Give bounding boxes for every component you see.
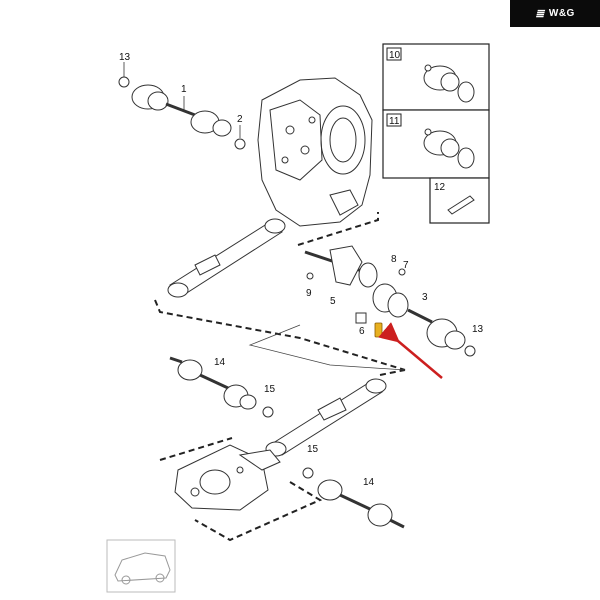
callout-7: 7 <box>403 260 409 271</box>
intermediate-shaft-assembly[interactable] <box>304 245 476 357</box>
kit-10-label: 10 <box>389 50 401 61</box>
callout-numbers: 13 1 2 8 7 9 5 3 6 13 14 15 15 14 <box>119 52 484 488</box>
callout-13-top: 13 <box>119 52 131 63</box>
callout-1: 1 <box>181 84 187 95</box>
transmission-housing[interactable] <box>257 77 373 227</box>
callout-5: 5 <box>330 296 336 307</box>
highlighted-part-4[interactable] <box>374 322 383 338</box>
callout-15-upper: 15 <box>264 384 276 395</box>
kit-10-boot-kit[interactable] <box>423 64 475 103</box>
callout-13-right: 13 <box>472 324 484 335</box>
callout-8: 8 <box>391 254 397 265</box>
kit-12-clamp[interactable] <box>447 195 475 215</box>
kit-11-boot-kit[interactable] <box>423 128 475 169</box>
propeller-shaft-rear[interactable] <box>265 378 387 457</box>
assembly-guide-lines-thin <box>248 324 406 371</box>
rear-differential[interactable] <box>174 444 281 511</box>
callout-14-upper: 14 <box>214 357 226 368</box>
callout-3: 3 <box>422 292 428 303</box>
kit-10-label-box <box>386 47 402 61</box>
highlight-arrow <box>378 322 443 379</box>
callout-6: 6 <box>359 326 365 337</box>
propeller-shaft-front[interactable] <box>167 218 286 298</box>
brand-logo: ≣ W&G <box>510 0 600 27</box>
wing-mark-icon: ≣ <box>535 8 545 20</box>
drive-shaft-rear-left[interactable] <box>169 356 274 418</box>
callout-9: 9 <box>306 288 312 299</box>
kit-12-label: 12 <box>434 182 446 193</box>
kit-11-label: 11 <box>389 116 400 127</box>
vehicle-thumbnail <box>106 539 176 593</box>
brand-logo-text: W&G <box>548 8 575 19</box>
callout-14-lower: 14 <box>363 477 375 488</box>
callout-2: 2 <box>237 114 243 125</box>
kit-11-label-box <box>386 113 402 127</box>
drive-shaft-rear-right[interactable] <box>302 467 405 529</box>
assembly-guide-lines <box>154 212 406 542</box>
drive-shaft-front-left[interactable] <box>118 62 246 150</box>
callout-15-lower: 15 <box>307 444 319 455</box>
